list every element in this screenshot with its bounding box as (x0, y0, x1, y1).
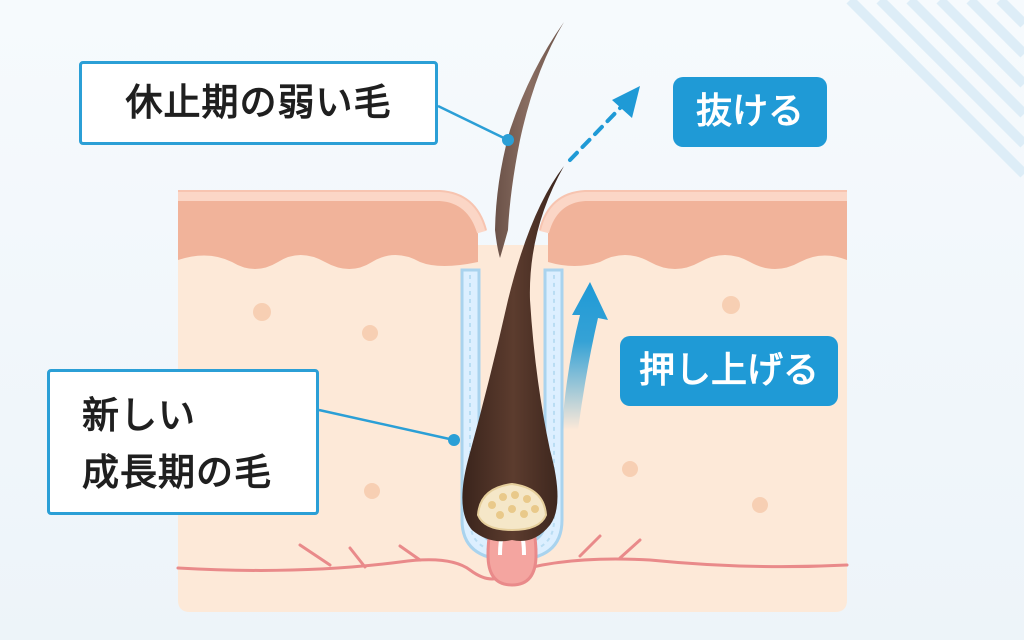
weak-hair-callout: 休止期の弱い毛 (79, 61, 438, 145)
pushes-up-label: 押し上げる (620, 336, 838, 406)
decorative-stripes (846, 0, 1024, 178)
weak-hair-marker (502, 134, 514, 146)
epidermis-right (548, 196, 847, 269)
skin-outline-left (178, 190, 487, 231)
new-hair-marker (448, 434, 460, 446)
epidermis-left (178, 196, 478, 269)
falls-out-arrow (568, 86, 640, 162)
falls-out-label: 抜ける (673, 77, 827, 147)
new-hair (462, 166, 564, 542)
callout-connectors (318, 104, 509, 442)
skin-outline-right (539, 190, 847, 231)
push-up-arrow (562, 282, 608, 430)
hair-matrix (476, 482, 548, 532)
new-hair-callout: 新しい 成長期の毛 (47, 369, 319, 515)
skin-surface-right (539, 191, 847, 234)
new-hair-callout-line2: 成長期の毛 (82, 451, 272, 494)
dermis-dots (209, 296, 768, 513)
skin-surface-left (178, 191, 487, 234)
new-hair-callout-line1: 新しい (82, 394, 196, 437)
